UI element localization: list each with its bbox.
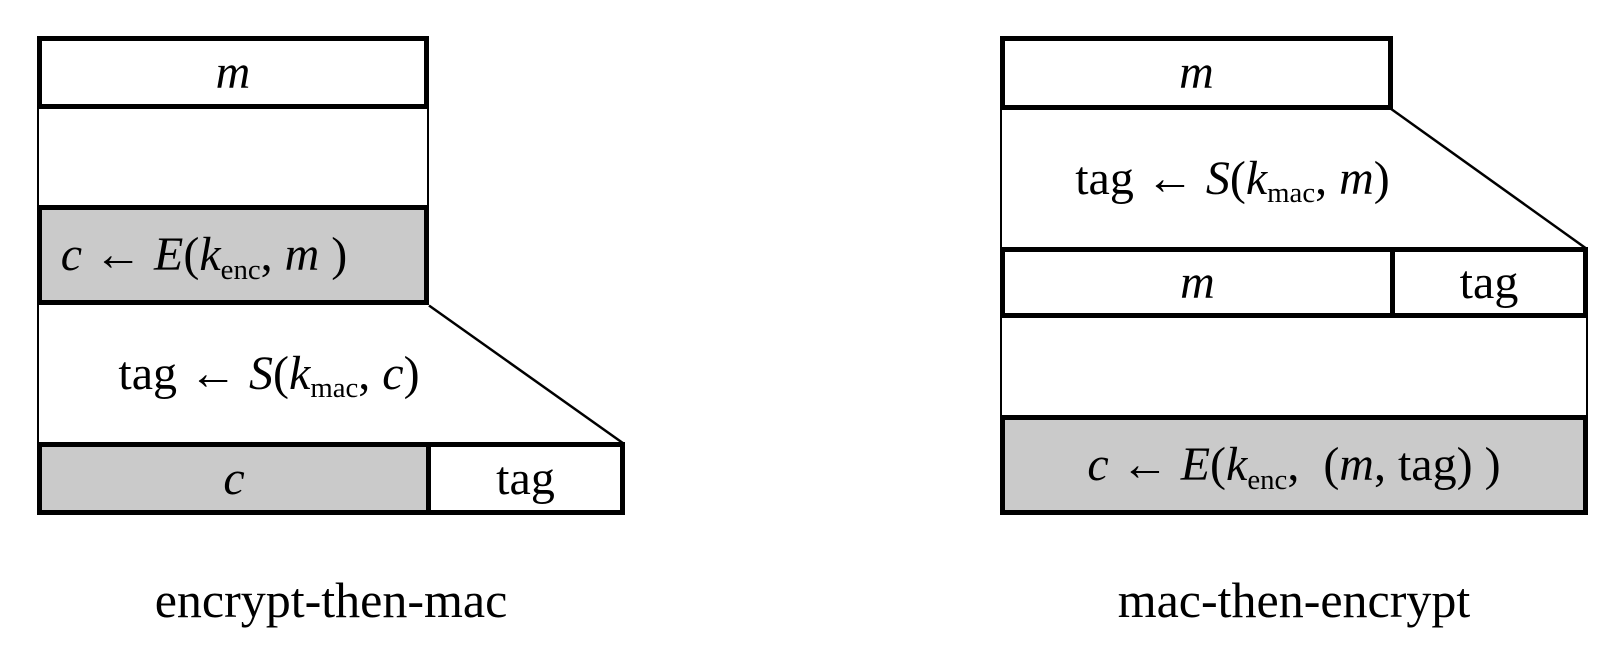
mte-caption: mac-then-encrypt bbox=[1117, 572, 1471, 628]
mte-mac-formula: tag ← S(kmac, m) bbox=[1075, 151, 1390, 210]
etm-message-box: m bbox=[37, 36, 429, 109]
etm-output-cipher-label: c bbox=[223, 451, 245, 505]
mte-message-label: m bbox=[1179, 46, 1214, 99]
mte-encrypt-step-box: c ← E(kenc, (m, tag) ) bbox=[1000, 415, 1588, 515]
mte-row-tag-label: tag bbox=[1459, 255, 1519, 309]
etm-message-label: m bbox=[215, 45, 251, 99]
mte-row-message-cell: m bbox=[1005, 252, 1395, 313]
mte-row-message-label: m bbox=[1180, 255, 1215, 309]
mte-encrypt-formula: c ← E(kenc, (m, tag) ) bbox=[1087, 438, 1501, 496]
mte-message-box: m bbox=[1000, 36, 1393, 110]
etm-mac-formula: tag ← S(kmac, c) bbox=[118, 346, 420, 405]
etm-encrypt-step-box: c ← E(kenc, m ) bbox=[37, 205, 429, 305]
etm-caption: encrypt-then-mac bbox=[154, 572, 508, 628]
etm-output-row: c tag bbox=[37, 442, 625, 515]
mte-mac-step-region: tag ← S(kmac, m) bbox=[1000, 110, 1588, 247]
mte-spacer-region bbox=[1000, 318, 1588, 415]
etm-output-tag-label: tag bbox=[496, 451, 555, 505]
etm-output-tag-cell: tag bbox=[431, 447, 620, 510]
mte-message-tag-row: m tag bbox=[1000, 247, 1588, 318]
mte-row-tag-cell: tag bbox=[1395, 252, 1583, 313]
etm-mac-step-region: tag ← S(kmac, c) bbox=[37, 305, 625, 442]
etm-encrypt-formula: c ← E(kenc, m ) bbox=[60, 228, 348, 286]
etm-spacer-region bbox=[37, 109, 429, 205]
etm-output-cipher-cell: c bbox=[42, 447, 431, 510]
